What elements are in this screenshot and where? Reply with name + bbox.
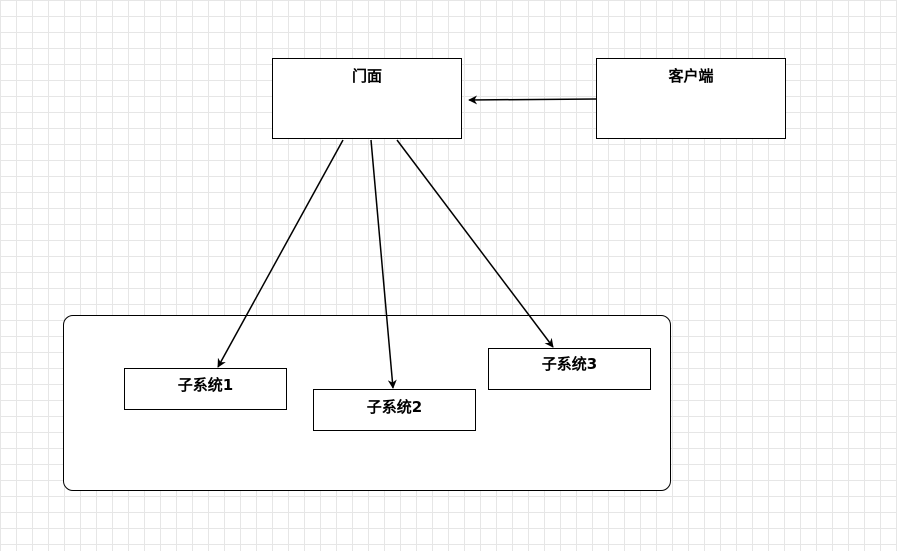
subsystem3-label: 子系统3 (541, 355, 598, 373)
facade-node[interactable]: 门面 (272, 58, 462, 139)
facade-label: 门面 (351, 67, 382, 85)
edge-facade-to-subsystem3[interactable] (396, 139, 554, 348)
subsystem2-label: 子系统2 (366, 398, 423, 416)
subsystem1-label: 子系统1 (177, 376, 234, 394)
edge-client-to-facade[interactable] (468, 95, 597, 105)
client-node[interactable]: 客户端 (596, 58, 786, 139)
subsystem2-node[interactable]: 子系统2 (313, 389, 476, 431)
edge-facade-to-subsystem2[interactable] (370, 139, 397, 389)
client-label: 客户端 (668, 67, 714, 85)
subsystem3-node[interactable]: 子系统3 (488, 348, 651, 390)
subsystem1-node[interactable]: 子系统1 (124, 368, 287, 410)
edge-facade-to-subsystem1[interactable] (217, 139, 344, 368)
